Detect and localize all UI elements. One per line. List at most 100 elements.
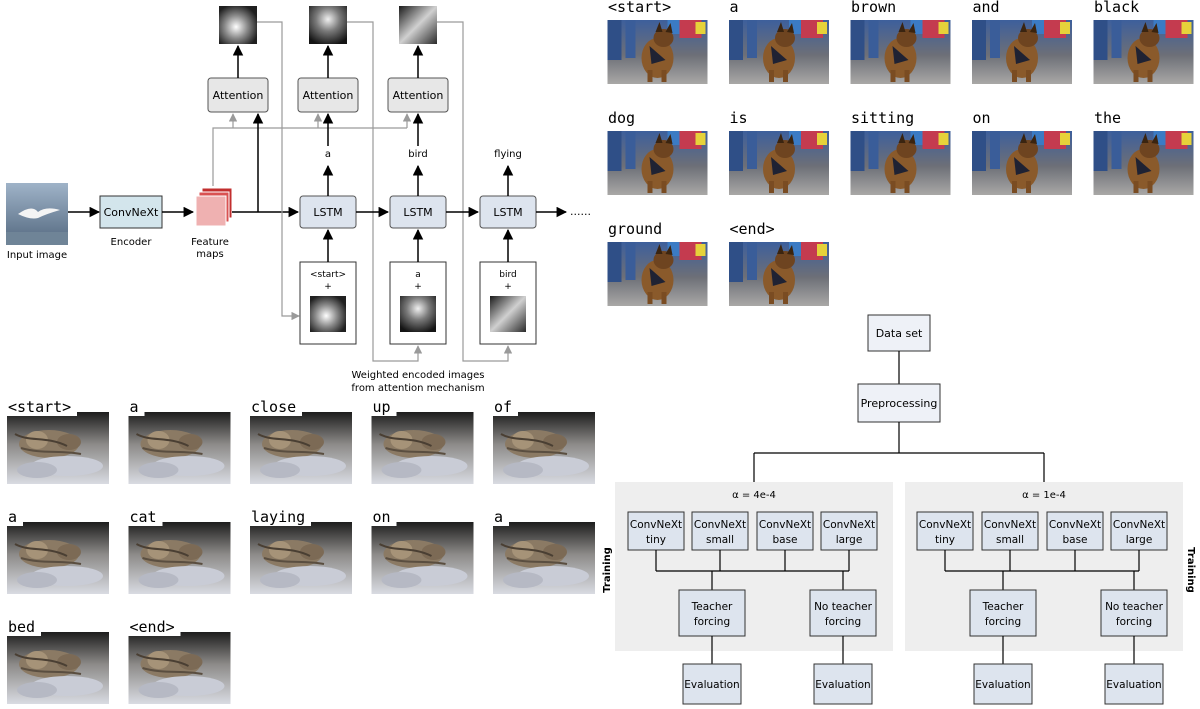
dog-caption-tile: is (728, 109, 829, 195)
cat-caption-word-backing (493, 400, 518, 416)
cat-caption-image (7, 412, 109, 484)
training-label-left: Training (602, 547, 613, 593)
decoder-input-1-plus: + (324, 282, 332, 292)
input-image-label: Input image (7, 250, 67, 261)
forcing-label-line-1: No teacher (814, 601, 873, 613)
cat-caption-word: bed (8, 618, 35, 636)
dog-caption-word-backing (607, 0, 677, 16)
dog-caption-image (729, 131, 829, 195)
evaluation-box (973, 663, 1033, 705)
dog-caption-image (972, 131, 1072, 195)
weighted-line-1 (257, 21, 300, 321)
evaluation-label: Evaluation (815, 679, 870, 691)
dog-caption-image (972, 20, 1072, 84)
dog-caption-image (1093, 20, 1194, 84)
cat-caption-word: a (494, 508, 503, 526)
cat-caption-image (128, 522, 231, 594)
decoder-input-3: bird + (479, 261, 537, 345)
dog-caption-word-backing (971, 0, 1006, 16)
cat-caption-tile: of (493, 398, 595, 484)
attention-map-3 (399, 6, 437, 44)
decoder-input-2-word: a (415, 270, 421, 280)
model-name: ConvNeXt (1049, 519, 1101, 531)
dog-caption-word: ground (608, 220, 662, 238)
dog-caption-word-backing (850, 0, 902, 16)
weighted-map-3 (490, 296, 526, 332)
architecture-diagram: Input image ConvNeXt Encoder Feature map… (6, 6, 591, 394)
model-box (1046, 511, 1104, 551)
dog-caption-image (729, 20, 829, 84)
dog-caption-word: brown (851, 0, 896, 16)
training-pipeline: Data set Preprocessing α = 4e-4ConvNeXtt… (602, 314, 1196, 705)
cat-caption-word-backing (128, 400, 145, 416)
evaluation-label: Evaluation (1106, 679, 1161, 691)
attention-box-1-label: Attention (213, 89, 264, 102)
dog-caption-image (607, 131, 708, 195)
lstm-output-1: a (325, 149, 331, 160)
forcing-label-line-2: forcing (825, 616, 861, 628)
attention-feed-line (212, 127, 407, 186)
cat-caption-word: <end> (130, 618, 175, 636)
lstm-box-2-label: LSTM (403, 206, 432, 219)
cat-caption-tile: bed (7, 618, 109, 704)
cat-caption-word-backing (493, 510, 509, 526)
cat-caption-image (493, 412, 595, 484)
cat-caption-image (371, 522, 474, 594)
model-box (756, 511, 814, 551)
encoder-label: Encoder (111, 237, 153, 248)
cat-caption-image (371, 412, 474, 484)
dog-caption-word: dog (608, 109, 635, 127)
dog-caption-image (1093, 131, 1194, 195)
cat-caption-tile: cat (128, 508, 231, 594)
model-box (916, 511, 974, 551)
model-size: tiny (935, 534, 955, 546)
cat-caption-image (128, 632, 231, 704)
cat-caption-word-backing (128, 510, 163, 526)
cat-caption-word-backing (7, 400, 77, 416)
dog-caption-tile: a (728, 0, 829, 84)
dog-caption-word-backing (728, 0, 745, 16)
no-teacher-forcing-box (809, 589, 877, 637)
dog-caption-word: is (730, 109, 748, 127)
cat-caption-tile: on (371, 508, 474, 594)
lstm-output-3: flying (494, 149, 522, 160)
dog-caption-word: <end> (730, 220, 775, 238)
dog-caption-word: a (730, 0, 739, 16)
model-box (691, 511, 749, 551)
learning-rate-label: α = 4e-4 (732, 490, 776, 501)
evaluation-box (1104, 663, 1164, 705)
forcing-label-line-1: Teacher (982, 601, 1024, 613)
cat-caption-tile: laying (250, 508, 352, 594)
evaluation-box (682, 663, 742, 705)
attention-map-1 (219, 6, 257, 44)
cat-caption-word-backing (371, 400, 397, 416)
cat-caption-word-backing (250, 510, 311, 526)
weighted-line-2 (347, 21, 423, 362)
teacher-forcing-box (678, 589, 746, 637)
training-label-right: Training (1185, 547, 1196, 593)
model-size: large (1126, 534, 1153, 546)
evaluation-box (813, 663, 873, 705)
teacher-forcing-box (969, 589, 1037, 637)
dog-caption-word-backing (728, 222, 781, 238)
dog-caption-tile: <start> (607, 0, 708, 84)
cat-caption-tile: <start> (7, 398, 109, 484)
cat-caption-word: close (251, 398, 296, 416)
dog-caption-word-backing (607, 111, 641, 127)
model-name: ConvNeXt (630, 519, 682, 531)
cat-caption-word: a (130, 398, 139, 416)
weighted-caption-2: from attention mechanism (351, 383, 484, 394)
cat-caption-tile: a (128, 398, 231, 484)
preprocessing-label: Preprocessing (861, 397, 938, 410)
cat-caption-word: of (494, 398, 512, 416)
cat-caption-tile: <end> (128, 618, 231, 704)
cat-caption-image (493, 522, 595, 594)
model-name: ConvNeXt (1113, 519, 1165, 531)
lstm-box-1-label: LSTM (313, 206, 342, 219)
dog-caption-word-backing (607, 222, 668, 238)
decoder-input-1-word: <start> (310, 270, 346, 280)
model-size: small (996, 534, 1024, 546)
dog-caption-tile: <end> (728, 220, 829, 306)
dog-caption-tile: sitting (850, 109, 951, 195)
